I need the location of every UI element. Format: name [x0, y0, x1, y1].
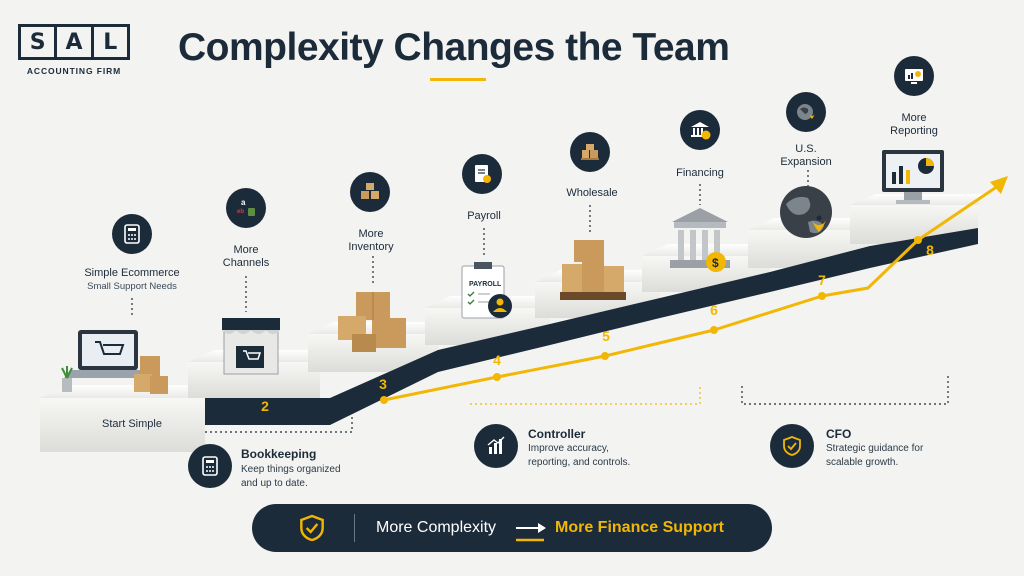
- payroll-doc-text: PAYROLL: [469, 281, 502, 288]
- calculator-icon: [188, 444, 232, 488]
- payroll-document-icon: [462, 154, 502, 194]
- step-number: 3: [379, 376, 387, 392]
- svg-text:eb: eb: [237, 209, 244, 215]
- storefront-illustration: [222, 318, 280, 375]
- step-number: 4: [493, 352, 501, 368]
- shield-check-icon: [770, 424, 814, 468]
- summary-banner: [252, 504, 772, 552]
- marketplace-logos-icon: a eb: [226, 188, 266, 228]
- pallet-boxes-icon: [570, 132, 610, 172]
- step-number: 5: [602, 328, 610, 344]
- calculator-icon: [112, 214, 152, 254]
- shield-check-icon: [300, 514, 324, 542]
- bank-illustration: $: [670, 208, 730, 272]
- step-label-text: Simple Ecommerce: [84, 267, 180, 279]
- growth-arrow-head: [990, 176, 1008, 194]
- inventory-boxes-illustration: [338, 292, 406, 352]
- logo-letter: A: [57, 27, 94, 57]
- step-blocks: [40, 194, 985, 452]
- laptop-cart-illustration: [61, 330, 168, 394]
- dashboard-monitor-illustration: [882, 150, 944, 204]
- step-label-wholesale: Wholesale: [566, 187, 618, 199]
- dashboard-monitor-icon: [894, 56, 934, 96]
- growth-line: [383, 184, 999, 402]
- step-label-financing: Financing: [676, 167, 724, 179]
- globe-illustration: [780, 186, 832, 238]
- role-title-cfo: CFO: [826, 427, 852, 441]
- growth-points: [380, 236, 922, 404]
- step-sublabel-text: Small Support Needs: [87, 281, 177, 292]
- logo-subtitle: ACCOUNTING FIRM: [26, 66, 122, 76]
- role-title-bookkeeping: Bookkeeping: [241, 447, 317, 461]
- logo-letter: L: [103, 29, 118, 55]
- step-number: 8: [926, 242, 934, 258]
- role-description-controller: Improve accuracy, reporting, and control…: [528, 443, 631, 468]
- step-number: 2: [261, 398, 269, 414]
- role-description-bookkeeping: Keep things organized and up to date.: [241, 464, 341, 489]
- bank-dollar-icon: [680, 110, 720, 150]
- step-label-us-expansion: U.S. Expansion: [780, 143, 832, 168]
- step-label-start-simple: Start Simple: [102, 418, 162, 430]
- step-number: 6: [710, 302, 718, 318]
- step-number: 7: [818, 272, 826, 288]
- step-label-simple-ecommerce: Simple Ecommerce Small Support Needs: [82, 267, 182, 293]
- label-connectors: [131, 170, 809, 318]
- page-title: Complexity Changes the Team: [178, 26, 730, 69]
- banner-right-text: More Finance Support: [555, 519, 724, 536]
- step-label-more-inventory: More Inventory: [348, 228, 394, 253]
- title-underline: [430, 78, 486, 81]
- step-label-more-reporting: More Reporting: [890, 112, 938, 137]
- globe-pin-icon: [786, 92, 826, 132]
- step-label-payroll: Payroll: [467, 210, 501, 222]
- boxes-icon: [350, 172, 390, 212]
- role-brackets: [205, 374, 949, 433]
- logo-letter: S: [21, 27, 58, 57]
- bar-chart-icon: [474, 424, 518, 468]
- role-title-controller: Controller: [528, 427, 586, 441]
- pallet-boxes-illustration: [560, 240, 626, 300]
- svg-text:$: $: [712, 256, 719, 270]
- banner-left-text: More Complexity: [376, 519, 497, 536]
- payroll-clipboard-illustration: PAYROLL: [461, 262, 512, 319]
- banner-divider: [354, 514, 355, 542]
- role-description-cfo: Strategic guidance for scalable growth.: [826, 443, 924, 468]
- logo: S A L: [18, 24, 130, 60]
- navy-band: [205, 228, 978, 425]
- svg-text:a: a: [241, 198, 246, 207]
- step-label-more-channels: More Channels: [222, 244, 270, 269]
- arrow-right-icon: [516, 523, 546, 542]
